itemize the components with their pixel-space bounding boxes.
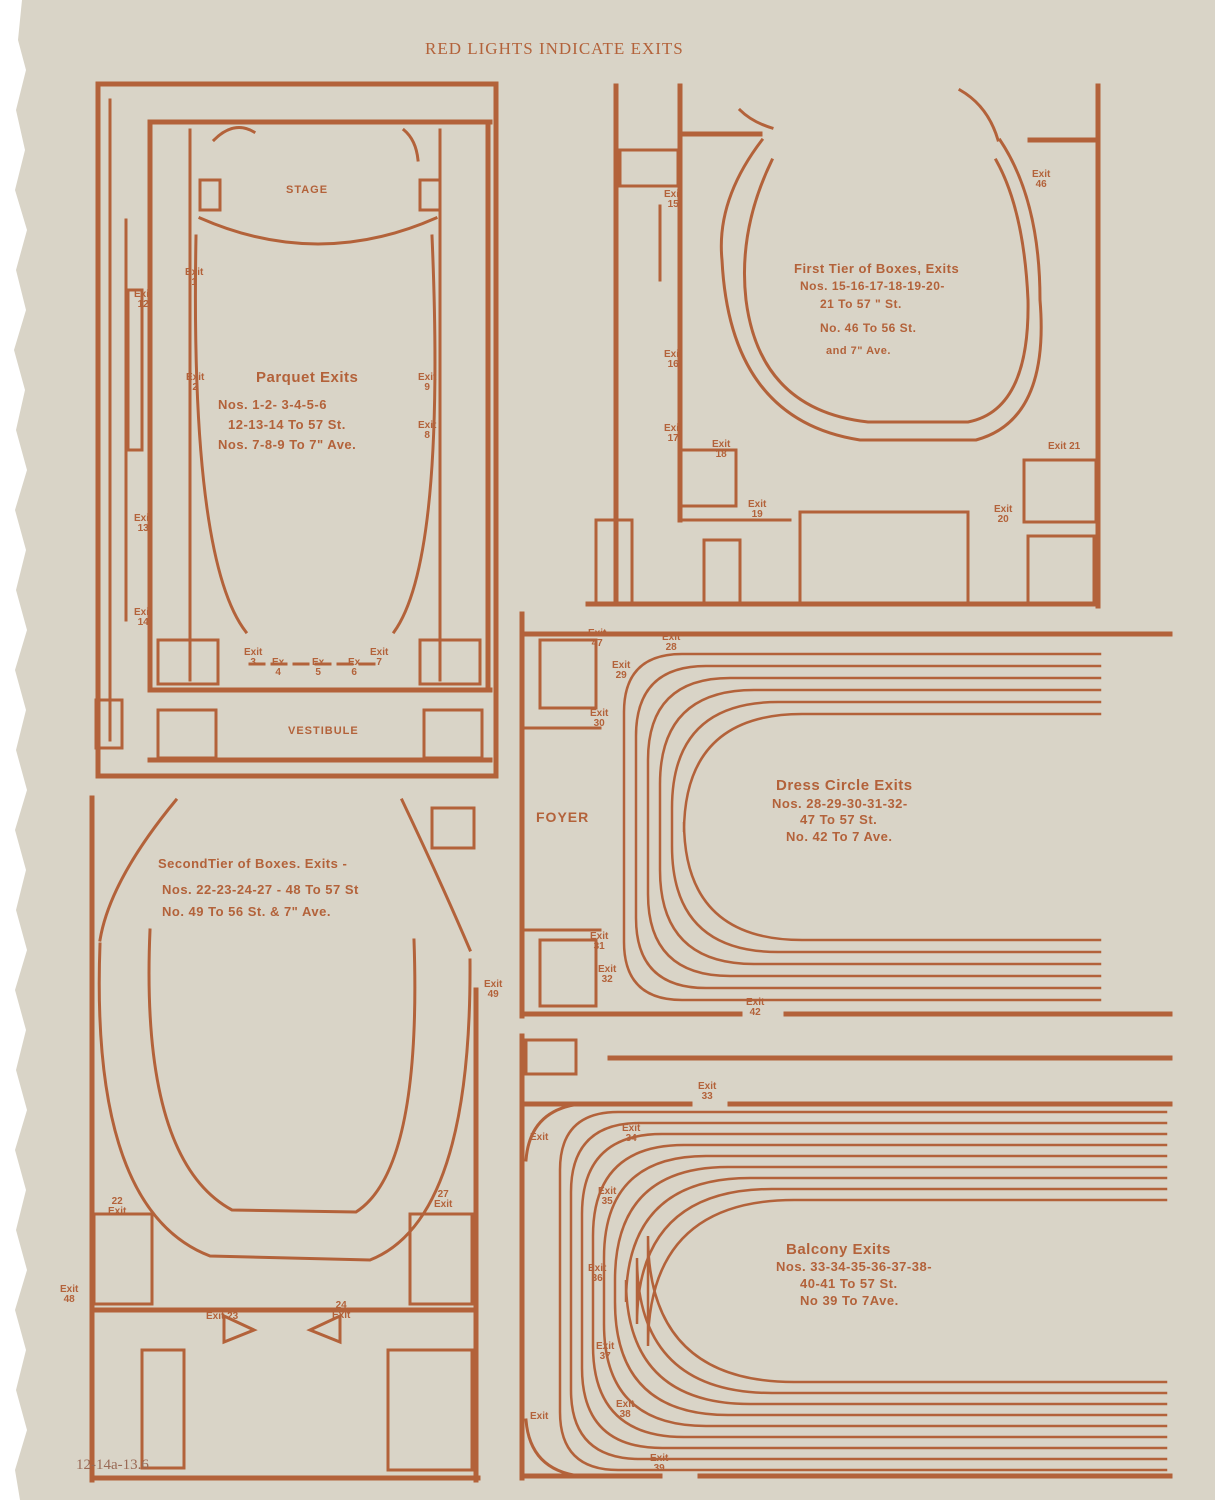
balcony-line-2: 40-41 To 57 St. bbox=[800, 1276, 898, 1291]
header-title: RED LIGHTS INDICATE EXITS bbox=[425, 39, 684, 58]
balcony-line-1: Nos. 33-34-35-36-37-38- bbox=[776, 1259, 933, 1274]
parquet-details bbox=[94, 98, 484, 760]
seating-row bbox=[634, 664, 1102, 990]
first-tier-details bbox=[594, 87, 1098, 606]
foyer-label: FOYER bbox=[536, 809, 590, 825]
seating-row bbox=[658, 688, 1102, 966]
second-tier-line-1: Nos. 22-23-24-27 - 48 To 57 St bbox=[162, 882, 359, 897]
first-tier-line-2: 21 To 57 " St. bbox=[820, 297, 902, 311]
handwritten-annotation: 12-14a-13.6 bbox=[76, 1457, 149, 1473]
balcony-rows bbox=[558, 1110, 1168, 1472]
exit-23: Exit 23 bbox=[206, 1311, 239, 1322]
parquet-line-1: Nos. 1-2- 3-4-5-6 bbox=[218, 397, 327, 412]
balcony-details bbox=[524, 1038, 582, 1478]
first-tier-title: First Tier of Boxes, Exits bbox=[794, 261, 960, 276]
seating-row bbox=[591, 1143, 1168, 1439]
first-tier-line-1: Nos. 15-16-17-18-19-20- bbox=[800, 279, 945, 293]
dress-circle-rows bbox=[622, 652, 1102, 1002]
exit-balcony-bottom: Exit bbox=[530, 1411, 549, 1422]
balcony-title: Balcony Exits bbox=[786, 1241, 891, 1258]
seating-row bbox=[558, 1110, 1168, 1472]
seating-row bbox=[682, 712, 1102, 942]
dress-circle-line-2: 47 To 57 St. bbox=[800, 812, 878, 827]
seating-row bbox=[646, 676, 1102, 978]
parquet-line-3: Nos. 7-8-9 To 7" Ave. bbox=[218, 437, 357, 452]
seating-row bbox=[569, 1121, 1168, 1461]
second-tier-line-2: No. 49 To 56 St. & 7" Ave. bbox=[162, 904, 331, 919]
vestibule-label: VESTIBULE bbox=[288, 725, 359, 737]
parquet-title: Parquet Exits bbox=[256, 369, 359, 386]
first-tier-line-4: and 7" Ave. bbox=[826, 345, 891, 357]
torn-edge bbox=[0, 0, 27, 1500]
first-tier-line-3: No. 46 To 56 St. bbox=[820, 321, 917, 335]
seating-row bbox=[635, 1187, 1168, 1395]
balcony-plan bbox=[519, 1033, 1173, 1481]
seating-row bbox=[624, 1176, 1168, 1406]
first-tier-plan bbox=[585, 83, 1101, 609]
second-tier-details bbox=[92, 797, 476, 1472]
parquet-plan bbox=[95, 81, 499, 779]
dress-circle-line-3: No. 42 To 7 Ave. bbox=[786, 829, 893, 844]
balcony-line-3: No 39 To 7Ave. bbox=[800, 1293, 899, 1308]
dress-circle-plan bbox=[519, 611, 1173, 1019]
dress-circle-line-1: Nos. 28-29-30-31-32- bbox=[772, 796, 908, 811]
seating-row bbox=[646, 1198, 1168, 1384]
dress-circle-title: Dress Circle Exits bbox=[776, 777, 913, 794]
seating-row bbox=[580, 1132, 1168, 1450]
dress-circle-details bbox=[522, 638, 602, 1008]
second-tier-title: SecondTier of Boxes. Exits - bbox=[158, 856, 348, 871]
stage-label: STAGE bbox=[286, 184, 329, 196]
second-tier-plan bbox=[89, 795, 481, 1483]
exit-balcony-top: Exit bbox=[530, 1132, 549, 1143]
parquet-line-2: 12-13-14 To 57 St. bbox=[228, 417, 346, 432]
seating-row bbox=[613, 1165, 1168, 1417]
seating-row bbox=[670, 700, 1102, 954]
seating-row bbox=[622, 652, 1102, 1002]
exit-21: Exit 21 bbox=[1048, 441, 1081, 452]
seating-row bbox=[602, 1154, 1168, 1428]
